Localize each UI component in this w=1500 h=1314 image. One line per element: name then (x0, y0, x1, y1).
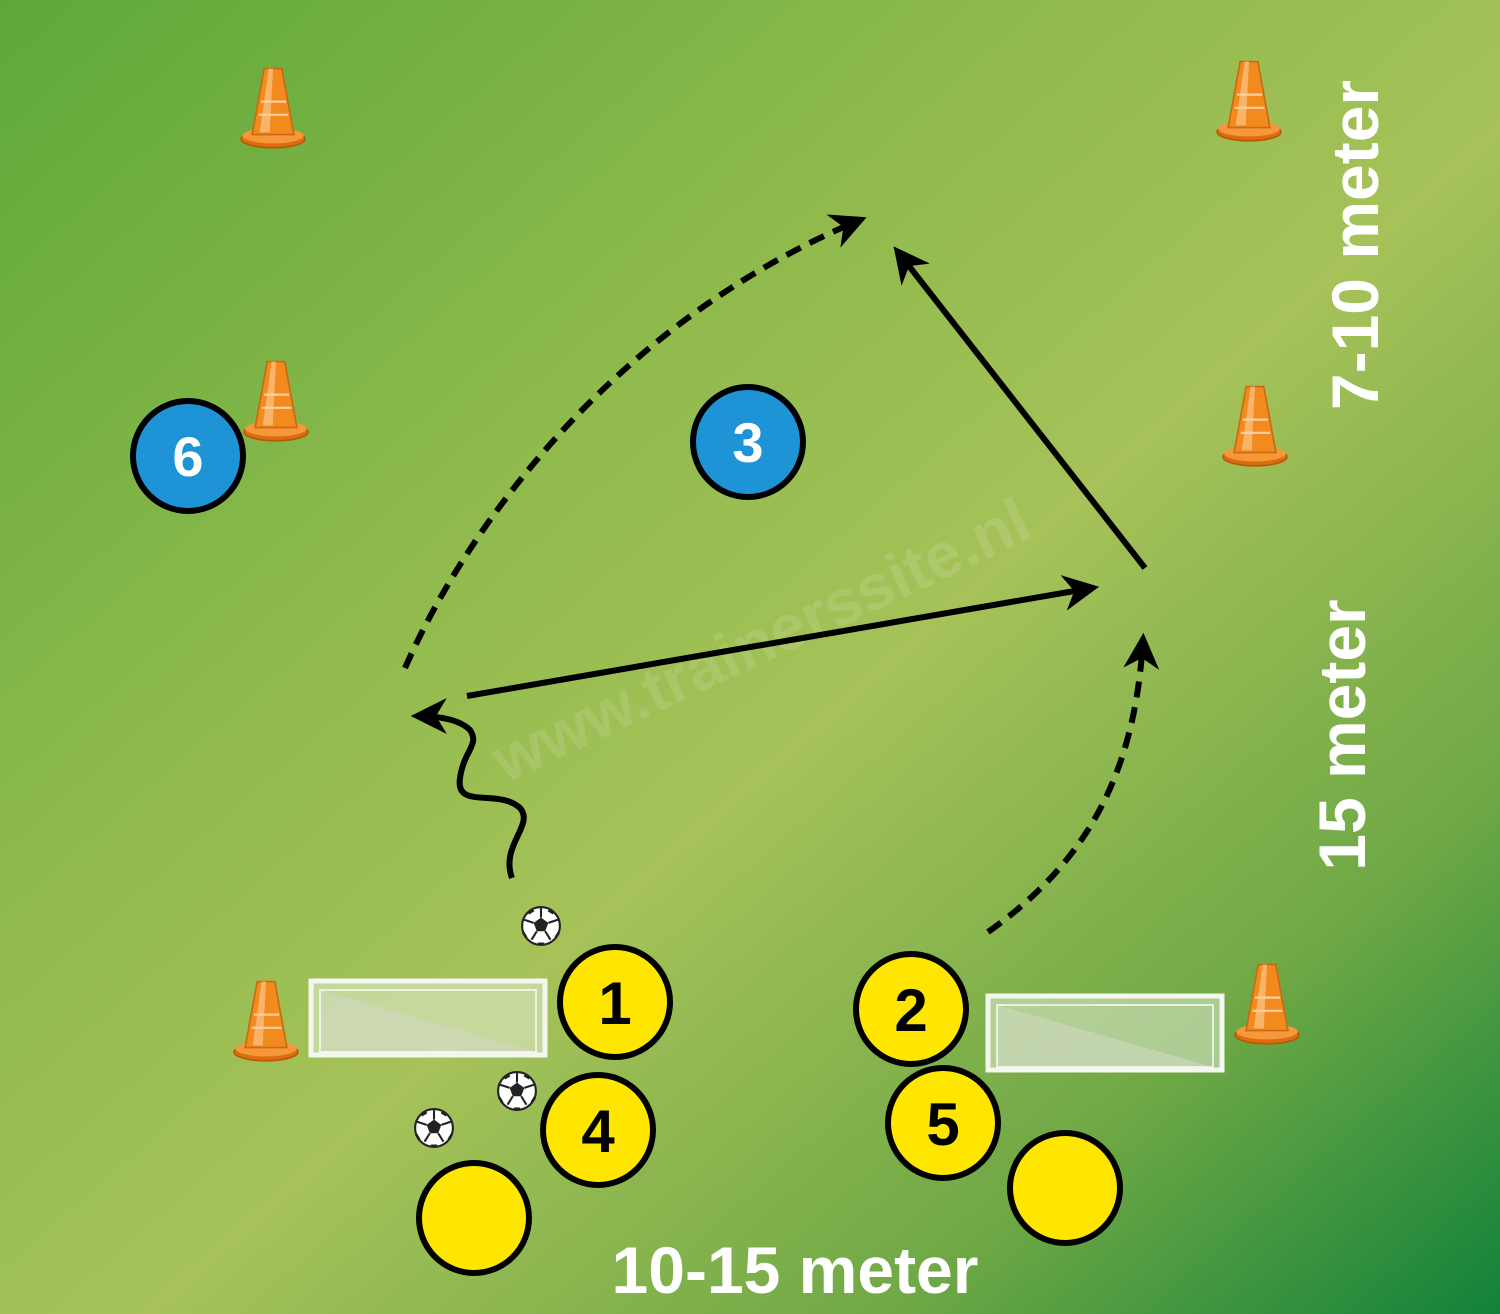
depth-label: 15 meter (1305, 599, 1379, 871)
dribble-arrow (410, 698, 527, 880)
run-arrow-left (402, 214, 867, 670)
svg-text:5: 5 (926, 1091, 959, 1158)
width-label: 10-15 meter (612, 1233, 979, 1307)
soccer-ball-icon (520, 905, 562, 947)
svg-text:1: 1 (598, 970, 631, 1037)
svg-text:4: 4 (581, 1098, 615, 1165)
pass-arrow-diagonal (893, 246, 1148, 570)
soccer-ball-icon (496, 1070, 538, 1112)
mini-goal-icon (311, 981, 545, 1055)
top-depth-label: 7-10 meter (1318, 80, 1392, 410)
player-blue-3: 3 (690, 384, 806, 500)
svg-text:3: 3 (732, 411, 763, 474)
mini-goal-icon (988, 996, 1222, 1070)
player-yellow-blank-right (1007, 1130, 1123, 1246)
player-yellow-2: 2 (853, 951, 969, 1067)
player-yellow-blank-left (416, 1160, 532, 1276)
player-yellow-1: 1 (557, 944, 673, 1060)
run-arrow-right (986, 632, 1160, 935)
player-yellow-5: 5 (885, 1065, 1001, 1181)
player-yellow-4: 4 (540, 1072, 656, 1188)
soccer-ball-icon (413, 1107, 455, 1149)
svg-text:6: 6 (172, 425, 203, 488)
pass-arrow-horizontal (466, 575, 1100, 699)
svg-text:2: 2 (894, 977, 927, 1044)
player-blue-6: 6 (130, 398, 246, 514)
